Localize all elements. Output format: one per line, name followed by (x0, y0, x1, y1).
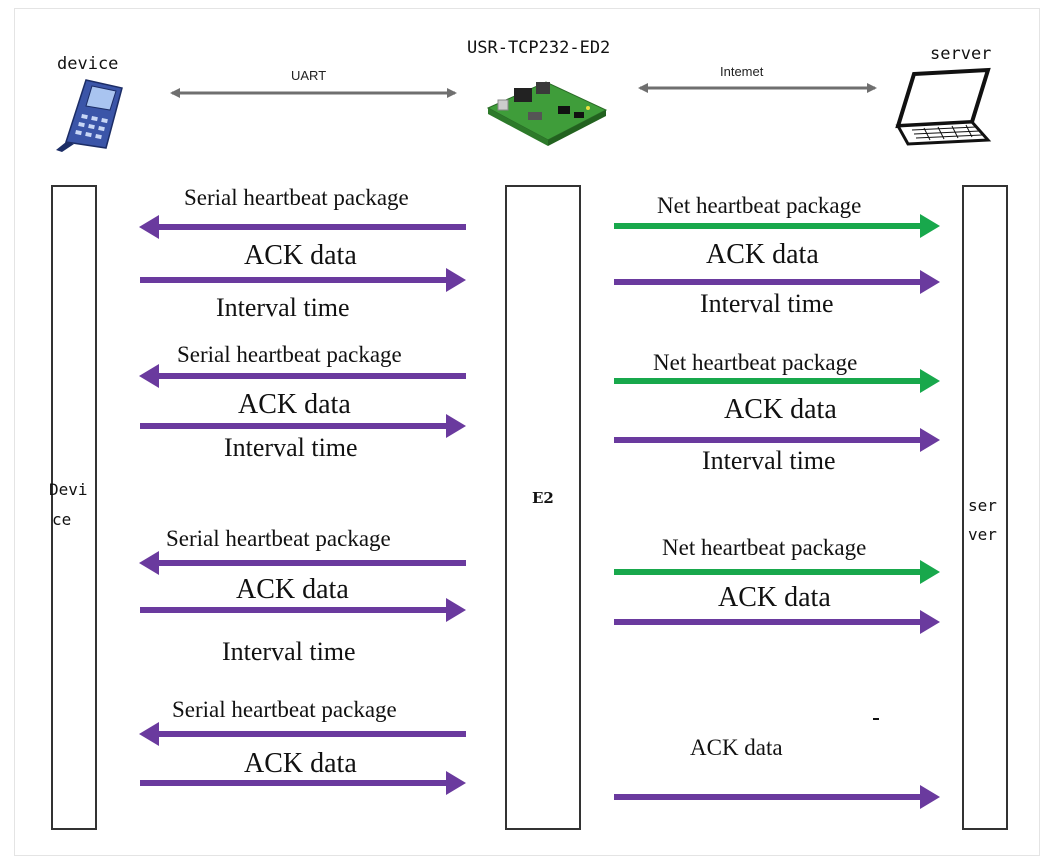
right-label-net-heartbeat-2: Net heartbeat package (653, 350, 858, 375)
left-arrow-to-module-6 (140, 598, 466, 622)
left-arrow-to-device-7 (139, 722, 466, 746)
diagram-frame (14, 8, 1040, 856)
module-lifeline-label: E2 (532, 489, 554, 507)
right-arrow-to-server-4 (614, 428, 940, 452)
right-label-net-heartbeat-1: Net heartbeat package (657, 193, 862, 218)
left-label-ack-2: ACK data (238, 389, 351, 420)
right-arrow-to-server-2 (614, 270, 940, 294)
right-label-ack-3: ACK data (718, 582, 831, 613)
left-label-interval-2: Interval time (224, 433, 358, 462)
left-arrow-to-module-4 (140, 414, 466, 438)
left-label-interval-1: Interval time (216, 293, 350, 322)
module-lifeline (505, 185, 581, 830)
right-arrow-to-server-5 (614, 560, 940, 584)
right-arrow-to-server-3 (614, 369, 940, 393)
right-label-ack-4: ACK data (690, 735, 783, 760)
laptop-icon (895, 67, 992, 146)
left-label-ack-4: ACK data (244, 748, 357, 779)
server-lifeline (962, 185, 1008, 830)
left-label-ack-1: ACK data (244, 240, 357, 271)
right-label-interval-2: Interval time (702, 446, 836, 475)
left-label-interval-3: Interval time (222, 637, 356, 666)
module-label: USR-TCP232-ED2 (467, 38, 611, 58)
device-label: device (57, 54, 119, 74)
left-arrow-to-module-8 (140, 771, 466, 795)
server-label: server (930, 44, 992, 64)
left-label-serial-heartbeat-3: Serial heartbeat package (166, 526, 391, 551)
circuit-board-module-icon (486, 81, 608, 146)
left-label-serial-heartbeat-1: Serial heartbeat package (184, 185, 409, 210)
right-label-interval-1: Interval time (700, 289, 834, 318)
internet-label: Intemet (720, 64, 764, 79)
right-arrow-to-server-1 (614, 214, 940, 238)
left-label-ack-3: ACK data (236, 574, 349, 605)
device-lifeline-label-2: ce (52, 510, 72, 529)
server-lifeline-label-2: ver (968, 525, 997, 544)
right-label-ack-2: ACK data (724, 394, 837, 425)
uart-label: UART (291, 68, 327, 83)
device-lifeline-label-1: Devi (49, 480, 88, 499)
right-arrow-to-server-7 (614, 785, 940, 809)
left-arrow-to-module-2 (140, 268, 466, 292)
right-arrow-to-server-6 (614, 610, 940, 634)
server-lifeline-label-1: ser (968, 496, 997, 515)
handheld-terminal-icon (56, 79, 123, 152)
device-lifeline (51, 185, 97, 830)
left-label-serial-heartbeat-2: Serial heartbeat package (177, 342, 402, 367)
left-label-serial-heartbeat-4: Serial heartbeat package (172, 697, 397, 722)
left-arrow-to-device-3 (139, 364, 466, 388)
left-arrow-to-device-5 (139, 551, 466, 575)
right-label-ack-1: ACK data (706, 239, 819, 270)
left-arrow-to-device-1 (139, 215, 466, 239)
right-label-net-heartbeat-3: Net heartbeat package (662, 535, 867, 560)
